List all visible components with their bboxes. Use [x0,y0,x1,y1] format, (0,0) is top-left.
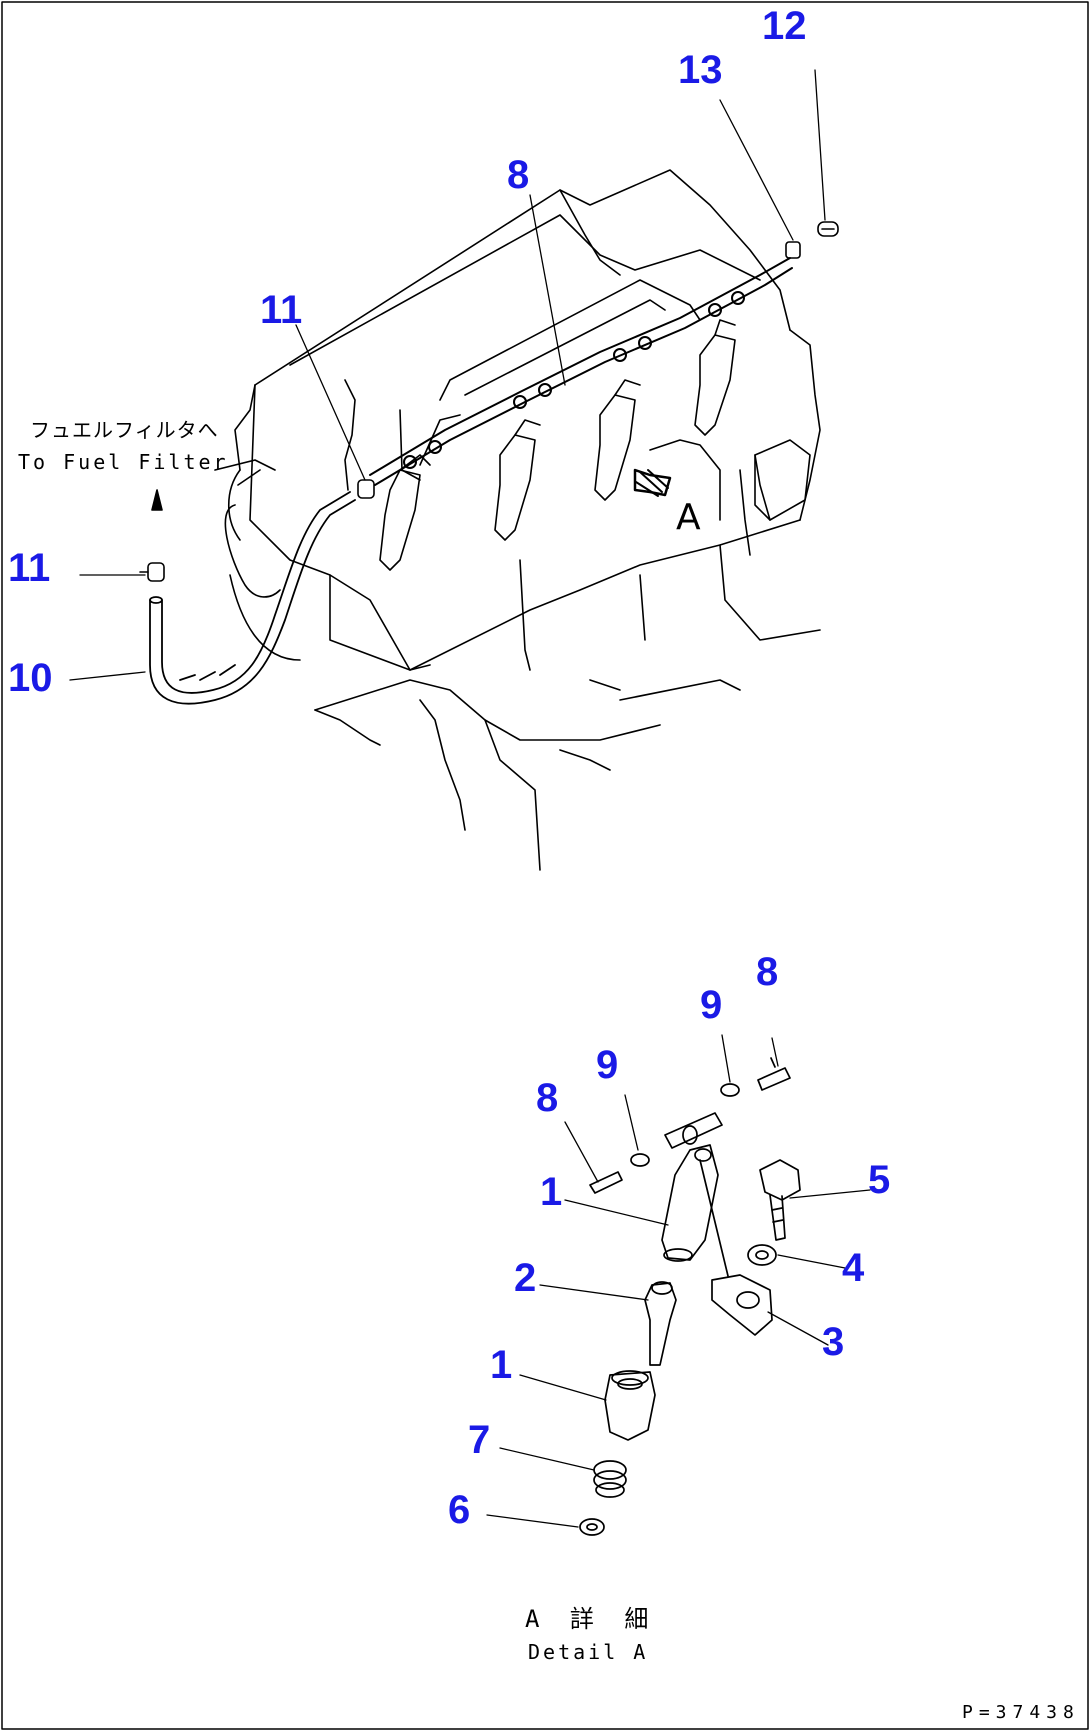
engine-block [214,169,821,871]
detail-callout-5: 5 [868,1158,891,1202]
callout-8: 8 [507,153,530,197]
detail-callout-9-left: 9 [596,1043,619,1087]
detail-callout-2: 2 [514,1256,537,1300]
view-arrow [633,468,672,497]
detail-caption-en: Detail A [528,1640,649,1664]
callout-11-upper: 11 [260,288,303,332]
detail-callout-7: 7 [468,1418,491,1462]
detail-callout-6: 6 [448,1488,471,1532]
hose-clamps [139,479,375,582]
fuel-filter-label-jp: フュエルフィルタへ [30,418,219,442]
detail-callout-1-upper: 1 [540,1170,563,1214]
detail-callout-9-right: 9 [700,983,723,1027]
callout-11-lower: 11 [8,546,51,590]
callout-10: 10 [8,656,53,700]
fuel-filter-label-en: To Fuel Filter [18,450,229,474]
detail-callout-4: 4 [842,1246,865,1290]
fuel-filter-arrow [151,489,163,511]
injectors [379,319,736,571]
detail-callout-8-left: 8 [536,1076,559,1120]
leader-lines-detail [486,1034,871,1528]
leader-lines-main [69,69,826,681]
detail-callout-8-right: 8 [756,950,779,994]
view-marker-a: A [676,497,701,538]
fuel-hose [149,491,356,705]
detail-callout-1-lower: 1 [490,1343,513,1387]
figure-code: P=37438 [962,1702,1080,1723]
detail-a-parts [579,1057,801,1536]
callout-12: 12 [762,4,807,48]
clamp-and-cap [785,221,839,259]
detail-callout-3: 3 [822,1320,845,1364]
detail-caption-jp: A 詳 細 [525,1605,657,1633]
leak-off-pipe [369,257,793,486]
callout-13: 13 [678,48,723,92]
